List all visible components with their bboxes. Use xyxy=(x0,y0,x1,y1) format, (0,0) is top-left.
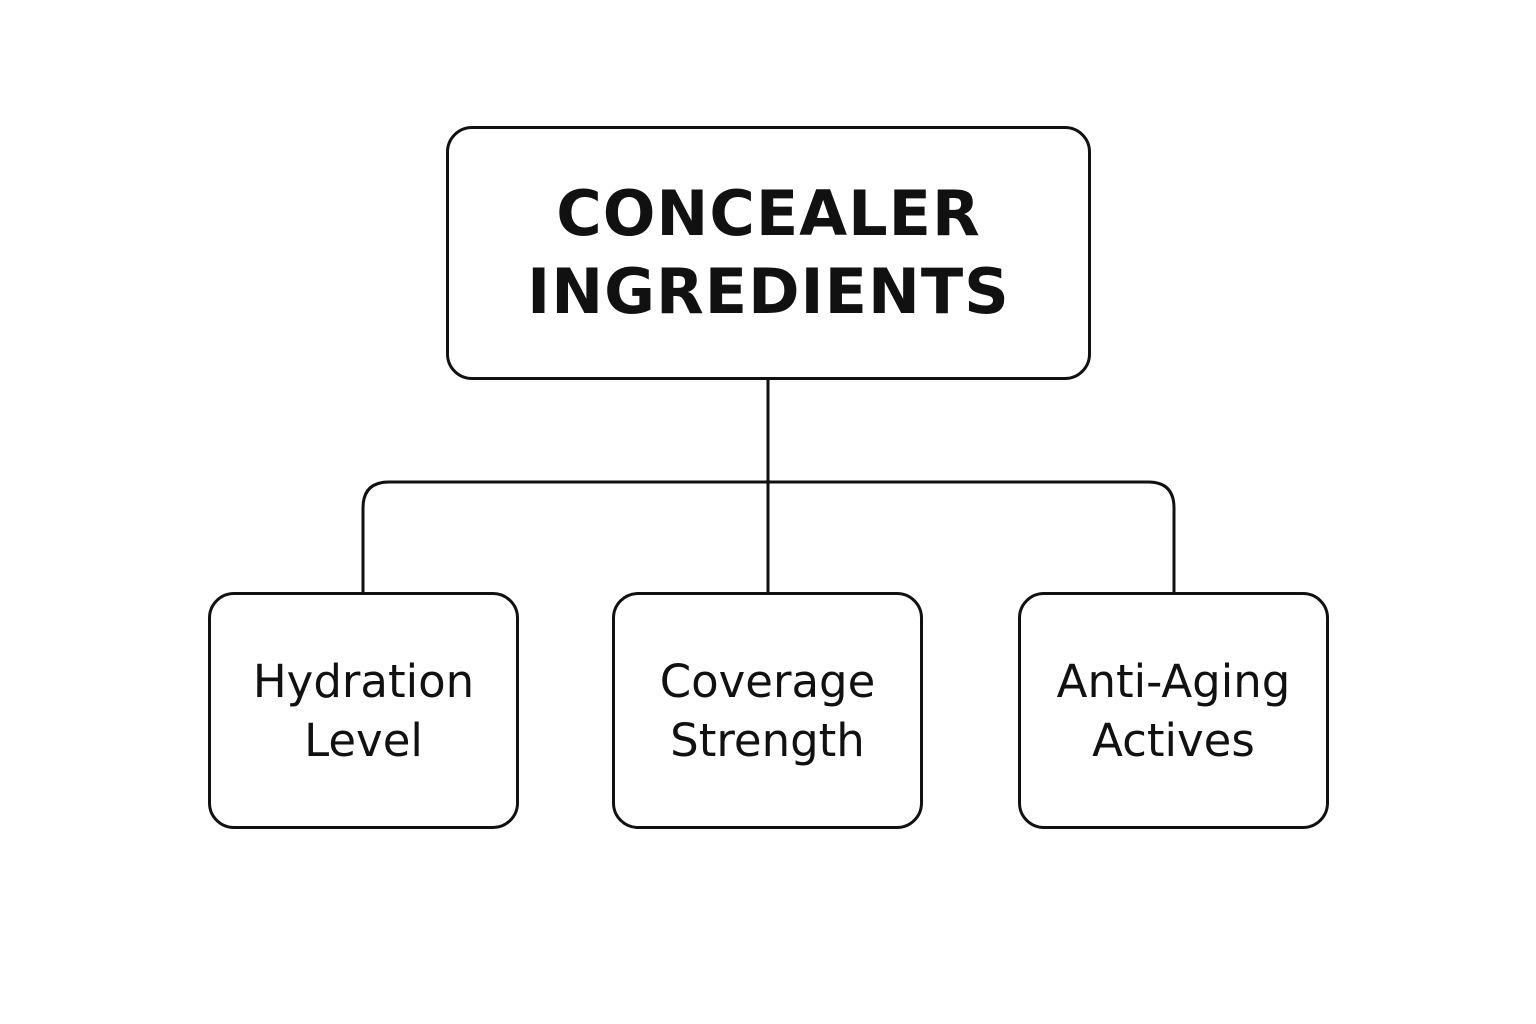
root-title-line-2: INGREDIENTS xyxy=(527,255,1010,328)
child-3-label-line-1: Anti-Aging xyxy=(1056,654,1291,708)
child-2-label-line-2: Strength xyxy=(670,713,865,767)
child-1-label-line-1: Hydration xyxy=(252,654,475,708)
child-3-label-line-2: Actives xyxy=(1092,713,1255,767)
child-2-label-line-1: Coverage xyxy=(659,654,876,708)
connector-branch-bar xyxy=(361,480,1176,594)
child-node-hydration-level: Hydration Level xyxy=(208,592,519,829)
child-node-coverage-strength: Coverage Strength xyxy=(612,592,923,829)
root-node-concealer-ingredients: CONCEALER INGREDIENTS xyxy=(446,126,1091,380)
root-title-line-1: CONCEALER xyxy=(556,177,981,250)
child-1-label-line-2: Level xyxy=(304,713,423,767)
child-node-anti-aging-actives: Anti-Aging Actives xyxy=(1018,592,1329,829)
